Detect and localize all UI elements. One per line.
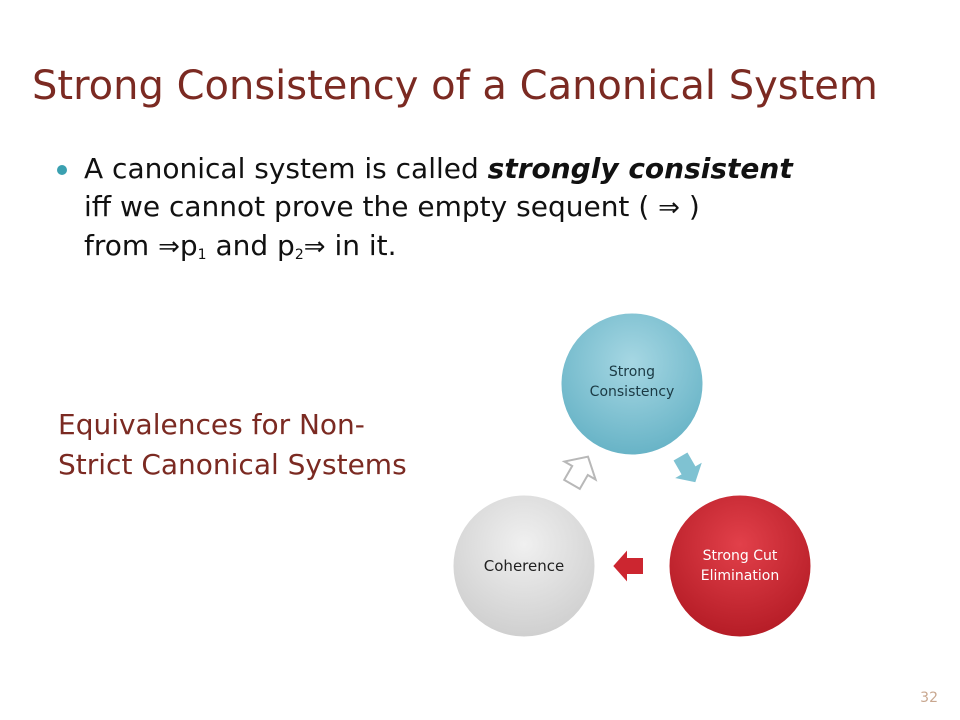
p1-symbol: p bbox=[179, 229, 198, 262]
node-strong-cut-elimination-line1: Strong Cut bbox=[702, 548, 778, 564]
bullet-close-paren: ) bbox=[688, 190, 700, 223]
bullet-emphasis: strongly consistent bbox=[487, 152, 793, 185]
node-strong-consistency-circle bbox=[558, 310, 706, 458]
equivalences-label: Equivalences for Non-Strict Canonical Sy… bbox=[58, 408, 407, 481]
arrow-consistency-to-cut-icon bbox=[669, 449, 706, 485]
p1-subscript: 1 bbox=[197, 247, 207, 263]
arrow-coherence-to-consistency-icon bbox=[561, 455, 598, 491]
bullet-and: and bbox=[206, 229, 278, 262]
node-coherence-line1: Coherence bbox=[483, 557, 565, 575]
bullet-text: A canonical system is called strongly co… bbox=[84, 150, 918, 274]
slide-title: Strong Consistency of a Canonical System bbox=[32, 63, 878, 109]
node-coherence-label: Coherence bbox=[464, 556, 584, 576]
node-strong-consistency-label: Strong Consistency bbox=[572, 362, 692, 402]
bullet-dot-icon bbox=[57, 165, 67, 175]
node-strong-cut-elimination-circle bbox=[666, 492, 814, 640]
bullet-from: from bbox=[84, 229, 159, 262]
bullet-point: A canonical system is called strongly co… bbox=[57, 150, 918, 274]
slide-number: 32 bbox=[920, 690, 938, 706]
node-strong-consistency-line1: Strong bbox=[608, 364, 656, 380]
node-strong-cut-elimination-label: Strong Cut Elimination bbox=[680, 546, 800, 586]
implies-arrow-icon: ⇒ bbox=[303, 232, 326, 262]
bullet-in-it: in it. bbox=[325, 229, 397, 262]
p2-subscript: 2 bbox=[294, 247, 304, 263]
bullet-intro: A canonical system is called bbox=[84, 152, 488, 185]
arrow-cut-to-coherence-icon bbox=[610, 545, 645, 587]
implies-arrow-icon: ⇒ bbox=[158, 232, 180, 262]
node-strong-cut-elimination-line2: Elimination bbox=[700, 568, 780, 584]
node-coherence-circle bbox=[450, 492, 598, 640]
implies-arrow-icon: ⇒ bbox=[658, 193, 680, 223]
bullet-line2: iff we cannot prove the empty sequent ( bbox=[84, 190, 650, 223]
node-strong-consistency-line2: Consistency bbox=[589, 384, 675, 400]
p2-symbol: p bbox=[277, 229, 295, 262]
